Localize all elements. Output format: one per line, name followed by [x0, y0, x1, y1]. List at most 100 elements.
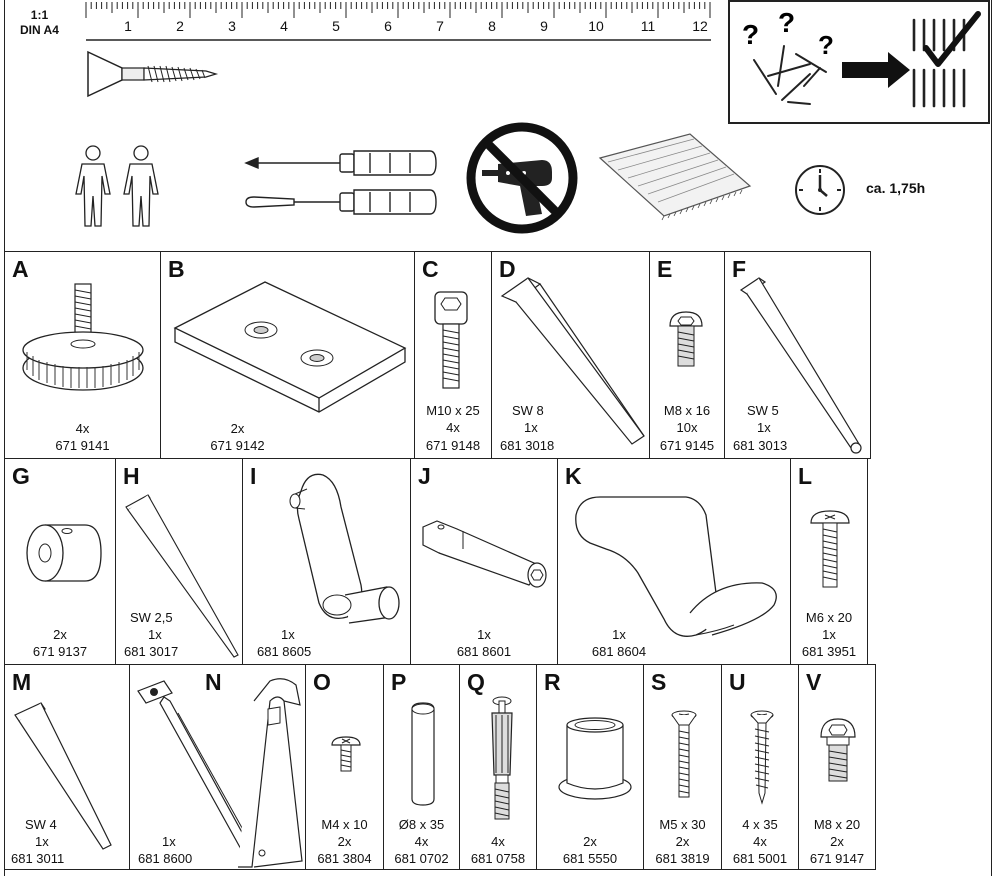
part-cell-d: D SW 8 1x 681 3018: [491, 251, 650, 459]
part-letter: P: [391, 669, 407, 695]
part-letter: O: [313, 669, 331, 695]
article-number: 681 8604: [591, 644, 647, 659]
clock-icon: [795, 165, 845, 215]
part-cell-a: A 4x 671 9141: [4, 251, 161, 459]
quantity: 2x: [230, 421, 245, 436]
protective-blanket-icon: [598, 133, 752, 221]
article-number: 681 3804: [317, 851, 372, 866]
quantity: 1x: [148, 627, 162, 642]
hex-key-sw5-icon: [739, 277, 862, 454]
drive-adapter-icon: [422, 520, 547, 588]
dowel-pin-icon: [411, 702, 435, 806]
size: M10 x 25: [426, 403, 480, 418]
ruler: [85, 2, 711, 41]
part-letter: L: [798, 463, 813, 489]
quantity: 10x: [676, 420, 698, 435]
quantity: 1x: [822, 627, 836, 642]
ruler-number: 11: [640, 18, 656, 34]
assembly-time: ca. 1,75h: [866, 180, 926, 196]
no-power-drill-icon: [466, 122, 578, 234]
article-number: 681 5550: [562, 851, 618, 866]
article-number: 671 9148: [425, 438, 481, 453]
part-letter: F: [732, 256, 747, 282]
article-number: 671 9142: [210, 438, 265, 453]
size: M8 x 16: [663, 403, 711, 418]
quantity: 2x: [337, 834, 352, 849]
screwdrivers-icon: [244, 150, 437, 215]
part-letter: K: [565, 463, 582, 489]
folding-bracket-icon: [137, 678, 303, 868]
article-number: 681 3017: [124, 644, 179, 659]
hex-key-sw2-5-icon: [125, 494, 239, 658]
size: SW 8: [512, 403, 544, 418]
ruler-number: 5: [332, 18, 340, 34]
mounting-plate-icon: [173, 281, 407, 413]
part-cell-c: C M10 x 25 4x 671 9148: [414, 251, 492, 459]
quantity: 4x: [75, 421, 90, 436]
part-letter: B: [168, 256, 185, 282]
ruler-number: 10: [588, 18, 604, 34]
article-number: 671 9141: [55, 438, 110, 453]
article-number: 671 9147: [809, 851, 865, 866]
part-cell-m: M SW 4 1x 681 3011: [4, 664, 130, 870]
ruler-number: 12: [692, 18, 708, 34]
part-letter: N: [205, 669, 222, 695]
article-number: 671 9145: [659, 438, 715, 453]
part-cell-g: G 2x 671 9137: [4, 458, 116, 665]
socket-head-bolt-icon: [434, 291, 468, 389]
quantity: 1x: [281, 627, 295, 642]
part-letter: S: [651, 669, 667, 695]
quantity: 1x: [524, 420, 538, 435]
sort-screws-box: [728, 0, 990, 124]
scale-label: 1:1 DIN A4: [20, 8, 59, 38]
quantity: 2x: [830, 834, 844, 849]
part-cell-p: P Ø8 x 35 4x 681 0702: [383, 664, 460, 870]
svg-text:?: ?: [778, 7, 795, 38]
article-number: 681 0758: [470, 851, 526, 866]
part-letter: M: [12, 669, 32, 695]
two-persons-icon: [75, 145, 159, 227]
quantity: 1x: [35, 834, 49, 849]
flanged-bushing-icon: [558, 717, 632, 800]
leveling-foot-icon: [22, 283, 144, 391]
ruler-number: 8: [488, 18, 496, 34]
svg-text:?: ?: [818, 30, 834, 60]
hex-key-sw4-icon: [14, 702, 112, 850]
part-cell-q: Q 4x 681 0758: [459, 664, 537, 870]
part-cell-j: J 1x 681 8601: [410, 458, 558, 665]
article-number: 681 3951: [801, 644, 857, 659]
size: M8 x 20: [813, 817, 861, 832]
connector-bolt-icon: [491, 696, 513, 820]
size: 4 x 35: [742, 817, 778, 832]
quantity: 4x: [414, 834, 429, 849]
ruler-number: 3: [228, 18, 236, 34]
part-letter: A: [12, 256, 29, 282]
part-cell-k: K 1x 681 8604: [557, 458, 791, 665]
threaded-sleeve-icon: [26, 524, 102, 582]
size: Ø8 x 35: [398, 817, 445, 832]
svg-text:?: ?: [742, 19, 759, 50]
article-number: 681 0702: [394, 851, 449, 866]
part-cell-e: E M8 x 16 10x 671 9145: [649, 251, 725, 459]
article-number: 681 8601: [456, 644, 512, 659]
size: SW 2,5: [130, 610, 173, 625]
part-cell-v: V M8 x 20 2x 671 9147: [798, 664, 876, 870]
wood-screw-icon: [750, 710, 774, 805]
part-cell-o: O M4 x 10 2x 681 3804: [305, 664, 384, 870]
article-number: 681 8600: [138, 851, 193, 866]
part-cell-h: H SW 2,5 1x 681 3017: [115, 458, 243, 665]
part-letter: I: [250, 463, 257, 489]
flat-head-screw-icon: [671, 710, 697, 798]
quantity: 4x: [491, 834, 505, 849]
part-cell-f: F SW 5 1x 681 3013: [724, 251, 871, 459]
part-cell-i: I 1x 681 8605: [242, 458, 411, 665]
quantity: 1x: [477, 627, 491, 642]
ruler-number: 1: [124, 18, 132, 34]
part-letter: R: [544, 669, 561, 695]
part-letter: H: [123, 463, 140, 489]
button-head-bolt-icon: [669, 311, 703, 367]
size: M6 x 20: [805, 610, 853, 625]
part-cell-b: B 2x 671 9142: [160, 251, 415, 459]
crank-handle-icon: [289, 473, 400, 624]
part-cell-n: N 1x 681 8600: [129, 664, 306, 870]
